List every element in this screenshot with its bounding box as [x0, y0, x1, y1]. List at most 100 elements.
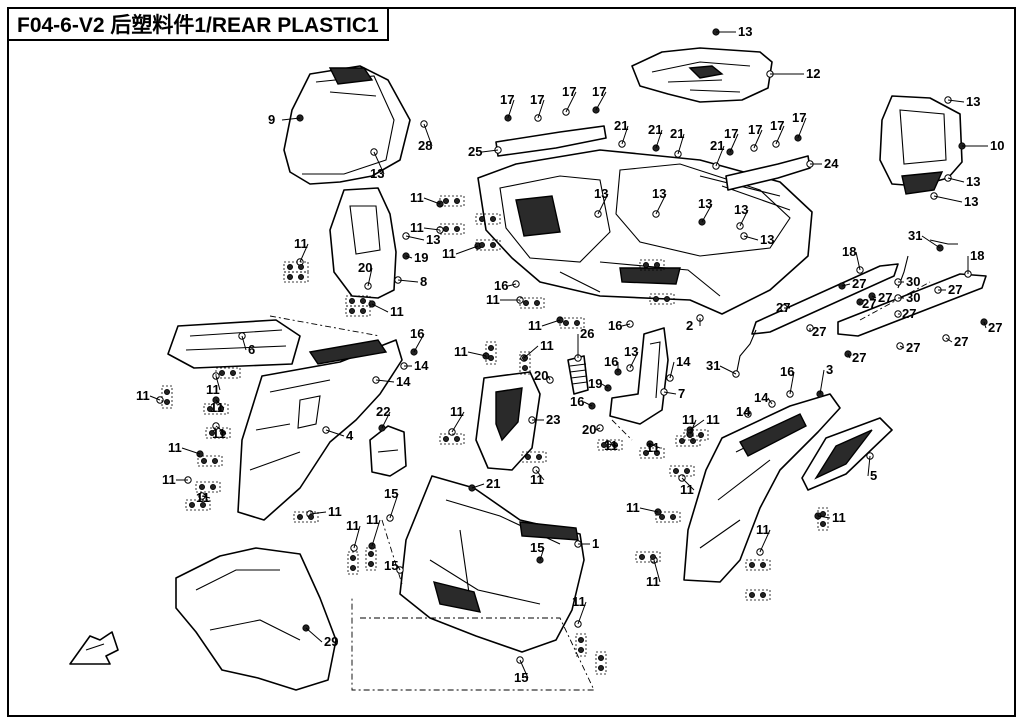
leader-c11i — [523, 345, 539, 359]
leader-c13l — [629, 351, 639, 369]
callout-11: 11 — [168, 440, 182, 455]
diagram-title: F04-6-V2 后塑料件1/REAR PLASTIC1 — [7, 7, 389, 41]
callout-14: 14 — [754, 390, 769, 405]
callout-19: 19 — [588, 376, 602, 391]
callout-1: 1 — [592, 536, 599, 551]
leader-c19a — [405, 255, 413, 259]
leader-c11a — [423, 197, 441, 205]
callout-11: 11 — [162, 472, 176, 487]
leader-c17f — [753, 129, 763, 149]
part-1-lower-tray — [399, 475, 585, 653]
leader-c11k — [149, 395, 161, 401]
callout-11: 11 — [450, 404, 464, 419]
leader-c13d — [947, 177, 965, 183]
callout-21: 21 — [710, 138, 724, 153]
clip-pair — [639, 447, 665, 459]
leader-c13i — [739, 209, 749, 227]
callout-13: 13 — [760, 232, 774, 247]
part-9-side-panel — [283, 65, 411, 185]
leader-c17d — [595, 91, 607, 111]
callout-14: 14 — [414, 358, 429, 373]
leader-c8 — [397, 279, 419, 283]
leader-c11m — [215, 425, 227, 435]
clip-pair — [745, 589, 771, 601]
callout-11: 11 — [706, 412, 720, 427]
leader-c11b — [423, 227, 441, 231]
callout-28: 28 — [418, 138, 432, 153]
leader-c11z — [681, 477, 695, 491]
callout-18: 18 — [970, 248, 984, 263]
clip-pair — [675, 435, 701, 447]
callout-13: 13 — [698, 196, 712, 211]
clip-pair — [197, 455, 223, 467]
callout-27: 27 — [852, 276, 866, 291]
part-29-floor-mat — [175, 547, 337, 691]
callout-22: 22 — [376, 404, 390, 419]
leader-c27j — [899, 345, 905, 349]
callout-21: 21 — [486, 476, 500, 491]
callout-13: 13 — [734, 202, 748, 217]
leader-c13h — [701, 203, 713, 223]
leader-c31b — [719, 365, 737, 375]
leader-c17b — [537, 99, 545, 119]
callout-14: 14 — [736, 404, 751, 419]
callout-18: 18 — [842, 244, 856, 259]
callout-11: 11 — [410, 190, 424, 205]
leader-c11w — [817, 515, 831, 519]
callout-16: 16 — [604, 354, 618, 369]
callout-13: 13 — [738, 24, 752, 39]
leader-c27h — [983, 321, 987, 329]
direction-arrow-icon — [69, 631, 119, 665]
leader-c13j — [405, 235, 425, 241]
callout-11: 11 — [136, 388, 150, 403]
callout-17: 17 — [530, 92, 544, 107]
clip-pair — [345, 305, 371, 317]
callout-11: 11 — [410, 220, 424, 235]
leader-c7 — [663, 391, 677, 395]
leader-c13k — [743, 235, 759, 241]
callout-13: 13 — [426, 232, 440, 247]
callout-12: 12 — [806, 66, 820, 81]
leader-c21d — [715, 145, 725, 167]
leader-c22 — [381, 411, 391, 429]
part-18-strips — [751, 263, 987, 337]
leader-c27i — [945, 337, 953, 343]
callout-24: 24 — [824, 156, 839, 171]
leader-c16c — [413, 333, 425, 353]
leader-c31a — [921, 235, 941, 249]
clip-pair — [293, 511, 319, 523]
leader-c16f — [789, 371, 795, 395]
leader-c15b — [397, 565, 401, 571]
callout-21: 21 — [614, 118, 628, 133]
part-5-strip — [801, 417, 893, 491]
leader-c21a — [621, 125, 629, 145]
callout-17: 17 — [500, 92, 514, 107]
callout-11: 11 — [572, 594, 586, 609]
part-3-right-fender — [683, 393, 841, 583]
part-6-rail — [167, 319, 301, 369]
leader-c21e — [471, 483, 485, 489]
leader-c15c — [539, 547, 545, 561]
callout-10: 10 — [990, 138, 1004, 153]
leader-c5 — [867, 455, 871, 477]
clip-pair — [439, 433, 465, 445]
clip-pair — [639, 259, 665, 271]
callout-17: 17 — [724, 126, 738, 141]
leader-c17a — [507, 99, 515, 119]
callout-11: 11 — [390, 304, 404, 319]
callout-13: 13 — [966, 174, 980, 189]
callout-31: 31 — [908, 228, 922, 243]
clip-pair — [655, 511, 681, 523]
leader-c11v — [535, 469, 545, 481]
clip-pair — [215, 367, 241, 379]
leader-c11r — [689, 419, 697, 435]
leader-c11g — [541, 319, 561, 327]
clip-pair — [649, 293, 675, 305]
callout-27: 27 — [902, 306, 916, 321]
callout-11: 11 — [604, 438, 618, 453]
callout-20: 20 — [582, 422, 596, 437]
callout-27: 27 — [812, 324, 826, 339]
callout-16: 16 — [494, 278, 508, 293]
leader-c11h — [467, 351, 487, 357]
